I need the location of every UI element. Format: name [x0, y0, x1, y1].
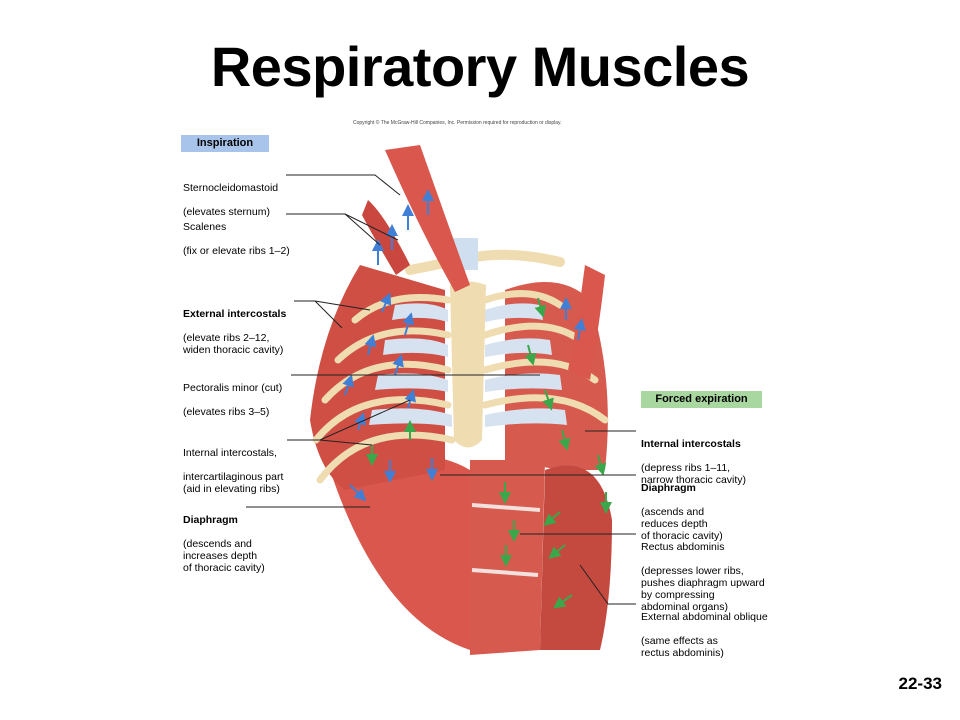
copyright-notice: Copyright © The McGraw-Hill Companies, I…: [353, 120, 562, 126]
sternum: [450, 281, 486, 448]
scalenes-muscle: [362, 200, 410, 275]
label-diaphragm-inspiration: Diaphragm (descends and increases depth …: [183, 514, 265, 574]
clavicle: [405, 249, 565, 275]
slide-number: 22-33: [898, 674, 942, 693]
label-external-oblique: External abdominal oblique (same effects…: [641, 611, 768, 659]
inspiration-arrows: [342, 189, 586, 502]
label-diaphragm-expiration: Diaphragm (ascends and reduces depth of …: [641, 482, 723, 542]
label-sternocleidomastoid: Sternocleidomastoid (elevates sternum): [183, 182, 279, 218]
leader-lines: [246, 174, 636, 605]
rectus-abdominis-muscle: [470, 460, 545, 655]
external-oblique-muscle: [540, 465, 612, 650]
ribs: [312, 290, 609, 484]
costal-cartilages: [369, 303, 567, 427]
label-internal-intercostals-expiration: Internal intercostals (depress ribs 1–11…: [641, 438, 747, 486]
inspiration-header: Inspiration: [181, 135, 269, 152]
label-scalenes: Scalenes (fix or elevate ribs 1–2): [183, 221, 290, 257]
rectus-tendinous-bands: [471, 503, 541, 577]
diaphragm-muscle: [330, 455, 470, 650]
label-rectus-abdominis: Rectus abdominis (depresses lower ribs, …: [641, 541, 765, 613]
pectoralis-minor-muscle: [568, 265, 605, 380]
label-external-intercostals: External intercostals (elevate ribs 2–12…: [183, 308, 287, 356]
forced-expiration-header: Forced expiration: [641, 391, 762, 408]
expiration-arrows: [366, 297, 612, 609]
sternocleidomastoid-muscle: [385, 145, 470, 292]
slide-title: Respiratory Muscles: [210, 35, 750, 98]
label-internal-intercostals-inspiration: Internal intercostals, intercartilaginou…: [183, 447, 284, 495]
label-pectoralis-minor: Pectoralis minor (cut) (elevates ribs 3–…: [183, 382, 283, 418]
